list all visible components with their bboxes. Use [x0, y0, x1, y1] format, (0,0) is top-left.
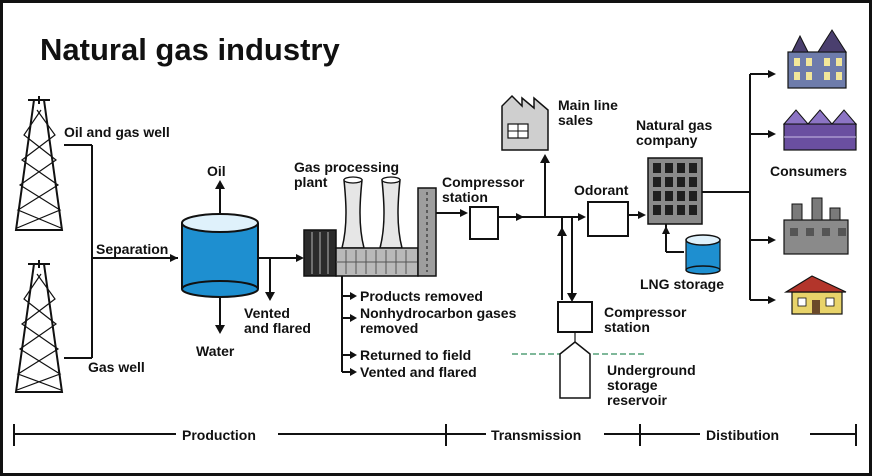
label-lng-storage: LNG storage	[640, 276, 724, 292]
label-compressor-2a: Compressor	[604, 304, 687, 320]
house-icon	[783, 275, 847, 315]
gas-company-building-icon	[647, 157, 703, 225]
arrow-consumer-1	[768, 70, 776, 78]
label-oil: Oil	[207, 163, 226, 179]
apartment-building-icon	[787, 29, 847, 89]
stage-production: Production	[182, 427, 256, 443]
label-nonhydrocarbon-2: removed	[360, 320, 418, 336]
arrow-main-line-sales	[540, 154, 550, 163]
label-vented-2: Vented and flared	[360, 364, 477, 380]
arrow-consumer-2	[768, 130, 776, 138]
stage-distribution: Distibution	[706, 427, 779, 443]
label-water: Water	[196, 343, 235, 359]
compressor-station-2-box	[557, 301, 593, 333]
label-main-line-2: sales	[558, 112, 593, 128]
label-oil-gas-well: Oil and gas well	[64, 124, 170, 140]
compressor-station-1-box	[469, 206, 499, 240]
label-consumers: Consumers	[770, 163, 847, 179]
diagram-title: Natural gas industry	[40, 32, 340, 67]
commercial-building-icon	[782, 109, 858, 151]
label-compressor-1a: Compressor	[442, 174, 525, 190]
arrow-oil	[215, 180, 225, 189]
factory-main-line-icon	[501, 94, 549, 151]
arrow-products-removed	[350, 292, 357, 300]
gas-processing-plant-icon	[303, 176, 437, 277]
arrow-to-odorant	[578, 213, 586, 221]
label-underground-3: reservoir	[607, 392, 667, 408]
arrow-to-compressor-1	[460, 209, 468, 217]
stage-transmission: Transmission	[491, 427, 581, 443]
label-compressor-1b: station	[442, 189, 488, 205]
label-underground-2: storage	[607, 377, 658, 393]
label-returned-to-field: Returned to field	[360, 347, 471, 363]
label-underground-1: Underground	[607, 362, 696, 378]
arrow-water	[215, 325, 225, 334]
label-natural-gas-2: company	[636, 132, 698, 148]
label-vented-1a: Vented	[244, 305, 290, 321]
arrow-lng-up	[662, 226, 670, 234]
arrow-to-storage	[567, 293, 577, 302]
arrow-returned-to-field	[350, 351, 357, 359]
arrow-consumer-3	[768, 236, 776, 244]
gas-well-derrick-icon	[14, 260, 64, 393]
separator-tank-icon	[181, 213, 259, 298]
label-compressor-2b: station	[604, 319, 650, 335]
arrow-main-mid	[516, 213, 524, 221]
odorant-box	[587, 201, 629, 237]
arrow-to-plant	[296, 254, 304, 262]
arrow-to-gas-company	[638, 211, 646, 219]
label-odorant: Odorant	[574, 182, 629, 198]
arrow-vented-2	[350, 368, 357, 376]
label-natural-gas-1: Natural gas	[636, 117, 712, 133]
oil-gas-well-derrick-icon	[14, 96, 64, 231]
arrow-from-storage	[557, 227, 567, 236]
arrow-nonhydrocarbon	[350, 314, 357, 322]
arrow-consumer-4	[768, 296, 776, 304]
label-separation: Separation	[96, 241, 168, 257]
arrow-to-separator	[170, 254, 178, 262]
label-vented-1b: and flared	[244, 320, 311, 336]
label-products-removed: Products removed	[360, 288, 483, 304]
label-gas-well: Gas well	[88, 359, 145, 375]
lng-storage-tank-icon	[685, 234, 721, 275]
industrial-plant-icon	[783, 197, 849, 255]
underground-reservoir-icon	[559, 341, 591, 399]
label-main-line-1: Main line	[558, 97, 618, 113]
label-gas-processing-1: Gas processing	[294, 159, 399, 175]
label-nonhydrocarbon-1: Nonhydrocarbon gases	[360, 305, 517, 321]
arrow-vented-1	[265, 292, 275, 301]
label-gas-processing-2: plant	[294, 174, 328, 190]
